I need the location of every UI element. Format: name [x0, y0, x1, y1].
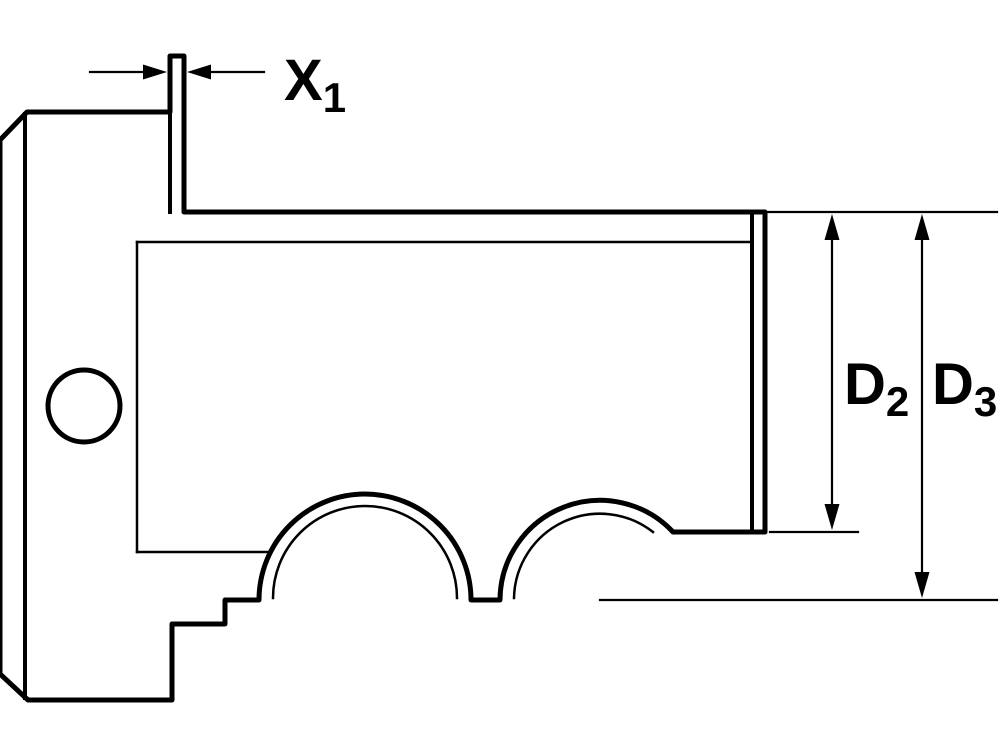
reference-lines	[598, 210, 999, 602]
flange-hole	[45, 367, 123, 445]
part-section	[0, 53, 768, 703]
dimension-d3: D3	[914, 214, 997, 598]
d3-top-arrowhead	[914, 214, 930, 240]
d3-bottom-arrowhead	[914, 572, 930, 598]
dimension-x1: X1	[88, 48, 346, 121]
x1-right-arrowhead	[187, 64, 211, 80]
d2-top-arrowhead	[824, 214, 840, 240]
d3-label: D3	[932, 352, 997, 425]
part-outline	[0, 53, 768, 703]
left-scallop-inner-arc	[271, 504, 459, 600]
d2-label: D2	[844, 352, 909, 425]
x1-label: X1	[284, 48, 346, 121]
x1-left-arrowhead	[143, 64, 167, 80]
d2-bottom-arrowhead	[824, 504, 840, 530]
dimension-d2: D2	[824, 214, 909, 530]
right-scallop-inner-arc	[512, 512, 655, 600]
